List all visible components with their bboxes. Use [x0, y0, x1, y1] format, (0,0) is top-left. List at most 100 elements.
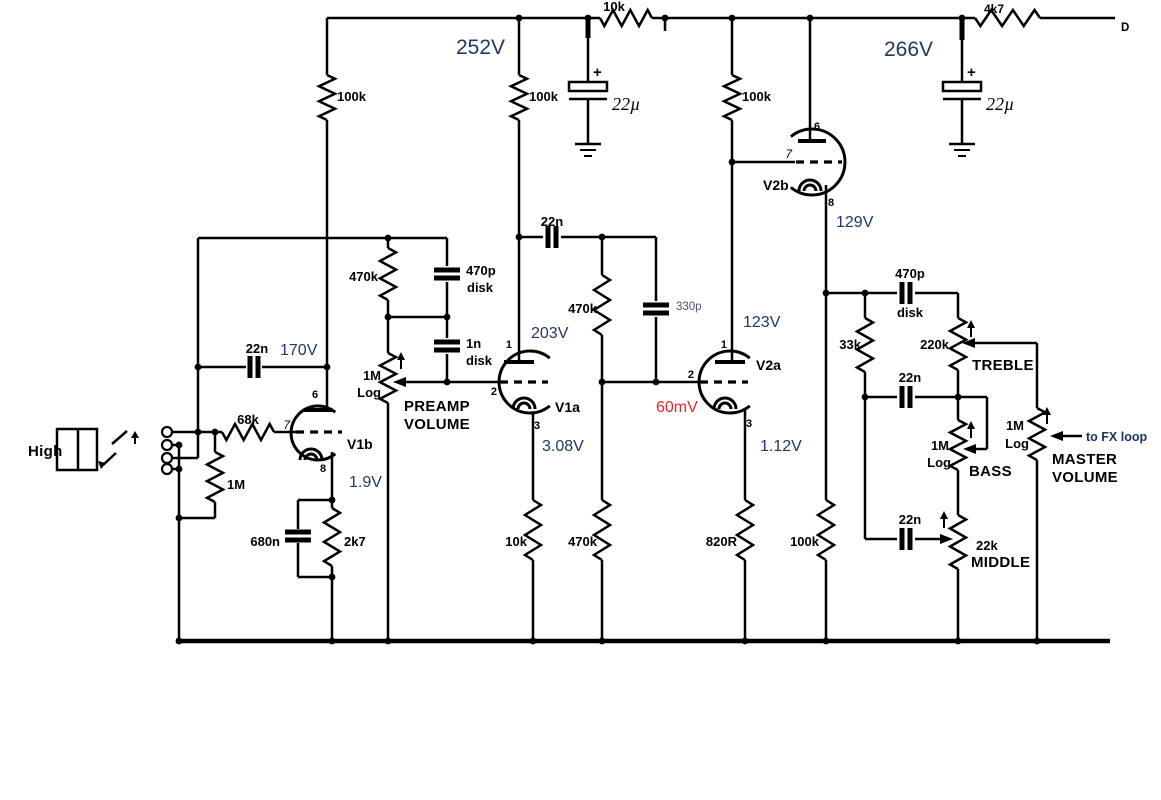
resistor-820r-cathode — [734, 498, 756, 562]
pot-1m-label: 1M — [1006, 418, 1024, 433]
v1a-pin3-label: 3 — [534, 420, 540, 432]
voltage-1-9-label: 1.9V — [349, 474, 382, 491]
treble-label: TREBLE — [972, 357, 1034, 374]
cap-470p-label: 470p — [895, 266, 925, 281]
resistor-1m-input — [204, 450, 226, 504]
resistor-100k-label: 100k — [742, 89, 772, 104]
pot-1m-label: 1M — [931, 438, 949, 453]
pot-wiper-arrows — [393, 338, 1063, 544]
v1b-name-label: V1b — [347, 436, 373, 452]
resistor-100k-label: 100k — [529, 89, 559, 104]
resistor-820r-label: 820R — [706, 534, 738, 549]
fx-loop-label: to FX loop — [1086, 430, 1147, 444]
resistor-10k-cathode — [522, 498, 544, 562]
voltage-129-label: 129V — [836, 214, 874, 231]
resistor-100k-v1a-plate — [508, 73, 530, 122]
capacitors — [247, 226, 913, 550]
resistor-1m-label: 1M — [227, 477, 245, 492]
voltage-203-label: 203V — [531, 325, 569, 342]
filter-cap-right — [941, 80, 983, 157]
master-volume-pot — [1026, 406, 1048, 462]
pot-log-label: Log — [927, 455, 951, 470]
resistor-100k-v2a-plate — [721, 73, 743, 122]
voltage-3-08-label: 3.08V — [542, 438, 584, 455]
resistor-100k-label: 100k — [337, 89, 367, 104]
preamp-volume-label-1: PREAMP — [404, 398, 470, 415]
v2b-pin7-label: 7 — [785, 147, 793, 161]
resistor-33k-label: 33k — [839, 337, 861, 352]
v2a-pin1-label: 1 — [721, 339, 727, 351]
v1b-pin8-label: 8 — [320, 463, 326, 475]
v1a-pin2-label: 2 — [491, 386, 497, 398]
resistor-100k-v1b-plate — [316, 73, 338, 122]
v1a-pin1-label: 1 — [506, 339, 512, 351]
disk-label: disk — [897, 305, 924, 320]
resistor-470k-label: 470k — [568, 301, 598, 316]
wires — [172, 16, 1115, 641]
v2a-name-label: V2a — [756, 357, 781, 373]
resistors — [204, 7, 1048, 571]
resistor-2k7-label: 2k7 — [344, 534, 366, 549]
cap-330p-label: 330p — [676, 301, 702, 313]
resistor-68k-label: 68k — [237, 412, 259, 427]
voltage-266-label: 266V — [884, 38, 933, 61]
v1b-pin6-label: 6 — [312, 389, 318, 401]
resistor-33k-slope — [854, 316, 876, 374]
resistor-68k-grid — [220, 421, 276, 443]
filter-cap-left — [567, 80, 609, 157]
v2a-pin3-label: 3 — [746, 418, 752, 430]
tube-v1b — [289, 404, 342, 462]
resistor-100k-label: 100k — [790, 534, 820, 549]
resistor-10k-rail — [598, 7, 654, 29]
terminal-d-label: D — [1121, 22, 1129, 34]
resistor-2k7-cathode — [321, 506, 343, 568]
master-volume-label-2: VOLUME — [1052, 469, 1118, 486]
preamp-volume-pot — [377, 351, 399, 405]
resistor-10k-label: 10k — [505, 534, 527, 549]
disk-label: disk — [466, 353, 493, 368]
resistor-470k-upper — [377, 246, 399, 302]
pot-direction-arrows — [397, 320, 1051, 528]
cap-polarity-label: + — [593, 64, 602, 81]
cap-22n-label: 22n — [899, 370, 921, 385]
input-jack — [55, 425, 174, 476]
v2b-pin6-label: 6 — [814, 121, 820, 133]
jack-switch-lever — [111, 430, 128, 445]
disk-label: disk — [467, 280, 494, 295]
pot-log-label: Log — [357, 385, 381, 400]
preamp-volume-label-2: VOLUME — [404, 416, 470, 433]
middle-label: MIDDLE — [971, 554, 1030, 571]
cap-22u-label: 22µ — [612, 94, 640, 114]
voltage-1-12-label: 1.12V — [760, 438, 802, 455]
pot-log-label: Log — [1005, 436, 1029, 451]
cap-470p-label: 470p — [466, 263, 496, 278]
cap-1n-label: 1n — [466, 336, 481, 351]
input-high-label: High — [28, 443, 63, 460]
bass-label: BASS — [969, 463, 1012, 480]
resistor-470k-label: 470k — [349, 269, 379, 284]
v1b-pin7-label: 7 — [283, 418, 291, 432]
cap-22u-label: 22µ — [986, 94, 1014, 114]
treble-pot — [947, 316, 969, 372]
cap-polarity-label: + — [967, 64, 976, 81]
v2a-pin2-label: 2 — [688, 369, 694, 381]
resistor-4k7-label: 4k7 — [984, 2, 1004, 16]
resistor-10k-label: 10k — [603, 0, 625, 14]
tube-v2b — [789, 127, 847, 197]
v1a-name-label: V1a — [555, 399, 580, 415]
bass-pot — [947, 418, 969, 472]
pot-22k-label: 22k — [976, 538, 998, 553]
resistor-4k7-rail — [973, 7, 1042, 29]
resistor-100k-follower — [815, 498, 837, 562]
cap-22n-label: 22n — [899, 512, 921, 527]
v2b-name-label: V2b — [763, 177, 789, 193]
middle-pot — [947, 513, 969, 571]
resistor-470k-mid — [591, 273, 613, 337]
resistor-470k-gridleak — [591, 498, 613, 562]
tube-v1a — [497, 349, 551, 415]
junction-dots — [175, 14, 1041, 645]
pot-1m-label: 1M — [363, 368, 381, 383]
pot-220k-label: 220k — [920, 337, 950, 352]
